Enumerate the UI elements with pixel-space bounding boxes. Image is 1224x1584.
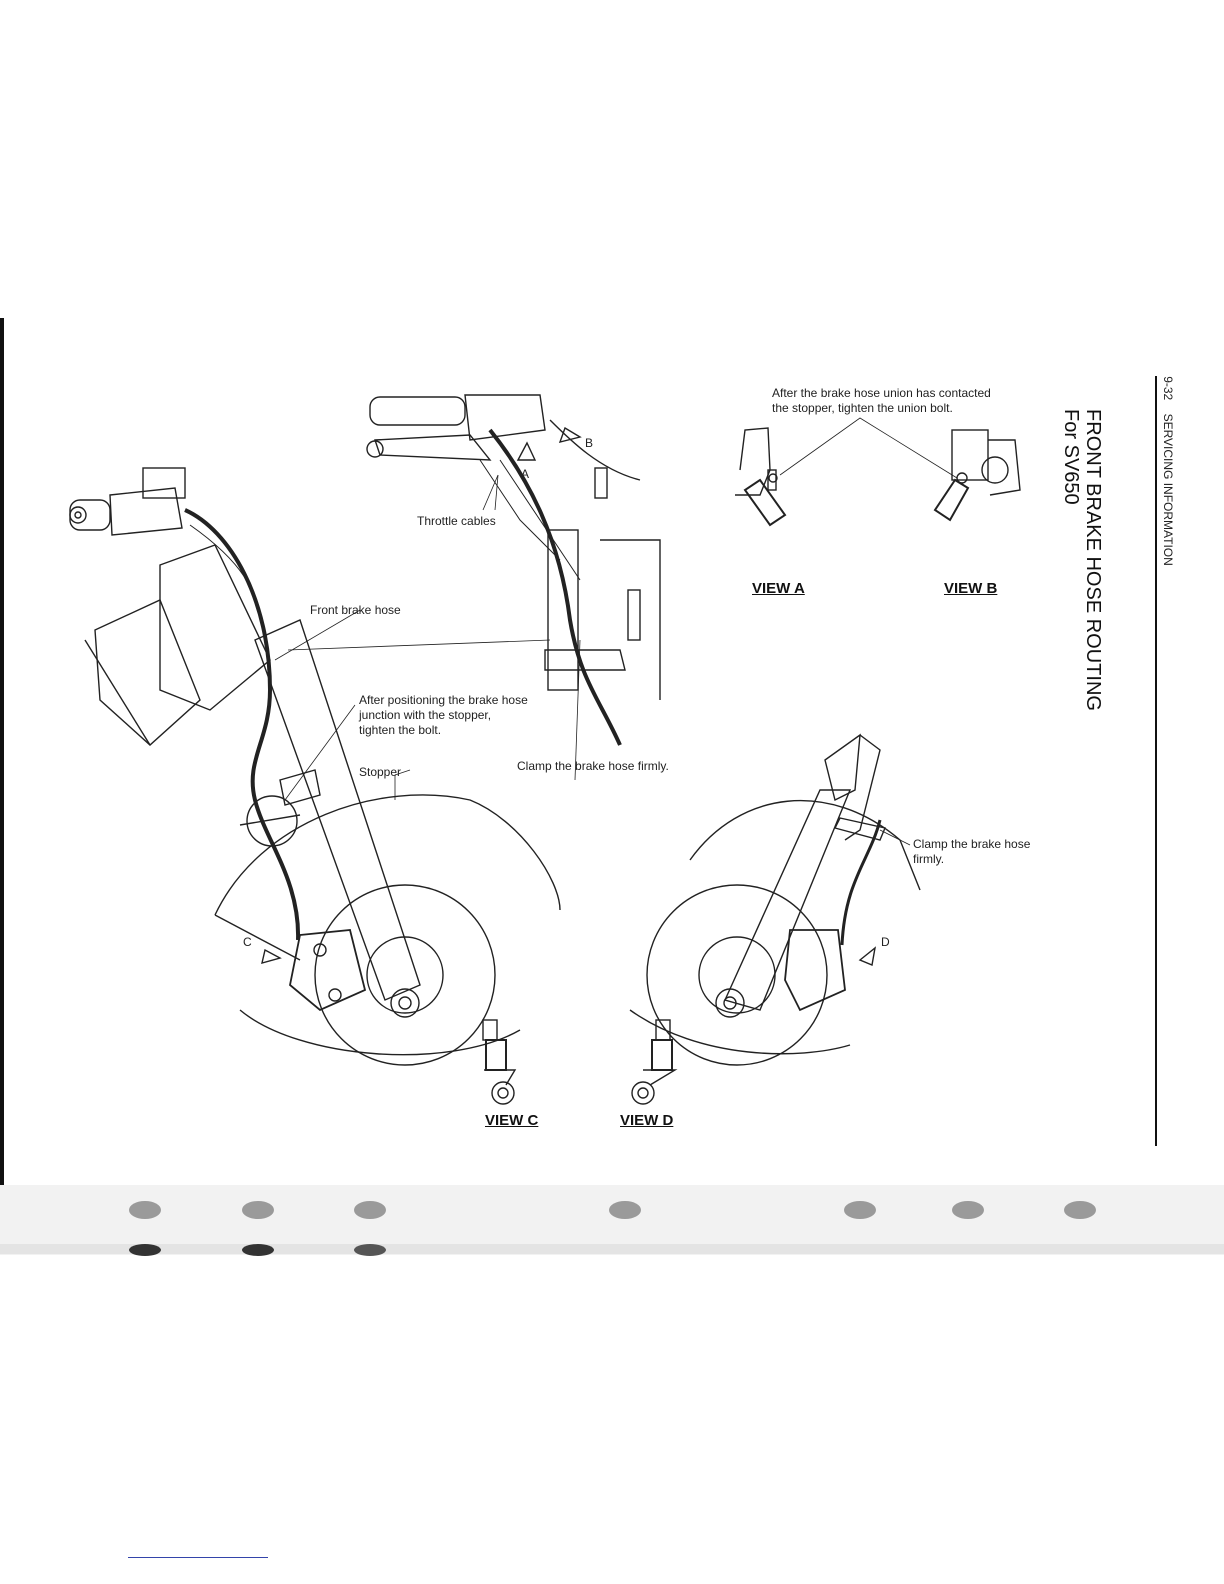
arrow-letter-a: A — [521, 467, 530, 481]
view-c-caption: VIEW C — [485, 1112, 539, 1129]
title-line-1: FRONT BRAKE HOSE ROUTING — [1082, 409, 1104, 711]
arrow-letter-b: B — [585, 436, 594, 450]
throttle-cables-label: Throttle cables — [417, 514, 496, 528]
arrow-letter-d: D — [881, 935, 890, 949]
view-b-inset — [933, 429, 1021, 522]
view-d-inset — [631, 1019, 678, 1105]
right-fork-assembly — [629, 733, 921, 1066]
arrow-c-icon — [261, 948, 282, 964]
front-brake-hose-label: Front brake hose — [310, 603, 401, 617]
left-handlebar-assembly — [69, 467, 561, 1066]
view-a-inset — [735, 427, 787, 527]
union-bolt-note: After the brake hose union has contacted… — [772, 386, 991, 415]
binder-holes — [129, 1201, 1096, 1256]
view-c-inset — [482, 1019, 517, 1105]
right-handlebar-lever — [366, 394, 661, 781]
view-a-caption: VIEW A — [752, 580, 805, 597]
view-d-caption: VIEW D — [620, 1112, 674, 1129]
running-header: 9-32 SERVICING INFORMATION — [1161, 376, 1175, 576]
view-b-caption: VIEW B — [944, 580, 998, 597]
clamp-note-left: Clamp the brake hose firmly. — [517, 759, 669, 773]
stopper-label: Stopper — [359, 765, 402, 779]
clamp-note-right: Clamp the brake hose firmly. — [913, 837, 1031, 866]
header-rule — [1155, 376, 1157, 1146]
page-title: FRONT BRAKE HOSE ROUTING For SV650 — [1060, 409, 1104, 711]
footer-underline — [128, 1557, 268, 1558]
title-line-2: For SV650 — [1060, 409, 1082, 505]
arrow-letter-c: C — [243, 935, 252, 949]
junction-note: After positioning the brake hose junctio… — [359, 693, 528, 737]
page-number: 9-32 — [1161, 376, 1175, 401]
union-note-leaders — [779, 417, 958, 479]
section-name: SERVICING INFORMATION — [1161, 413, 1175, 566]
